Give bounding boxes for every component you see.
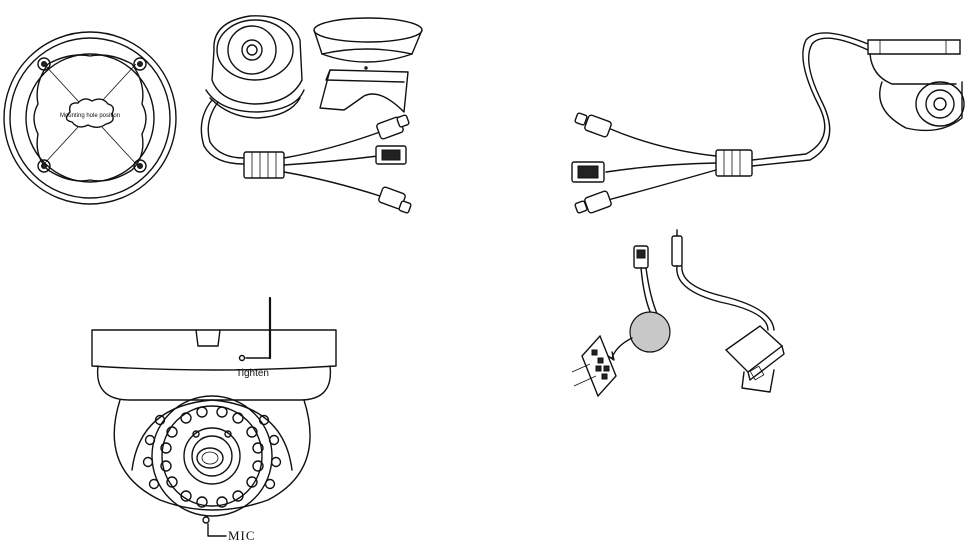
cable-junction [244,132,380,196]
tighten-callout: Tighten [236,298,270,379]
power-adapter [672,230,784,392]
mounting-plate: Mounting hole position [4,32,176,204]
dc-power-plug-icon [378,186,411,213]
mic-label: MIC [228,528,256,543]
rj45-plug-icon [572,162,604,182]
dc-power-plug-icon [575,190,612,213]
network-wiring [572,246,670,396]
ir-led-ring [228,26,276,74]
tighten-label: Tighten [236,368,269,379]
mounting-bracket [320,67,408,112]
dome-camera-exploded [201,16,304,164]
rj45-plug-icon [376,146,406,164]
dome-camera-front [92,330,336,523]
cable-junction [606,128,752,200]
camera-lens-icon [184,428,240,484]
mic-callout: MIC [208,524,256,543]
trim-ring [314,18,422,62]
dc-power-plug-icon [575,113,612,138]
mounting-hole-position-label: Mounting hole position [60,113,120,119]
dome-camera-installed [752,33,964,166]
dc-power-plug-icon [376,115,409,140]
